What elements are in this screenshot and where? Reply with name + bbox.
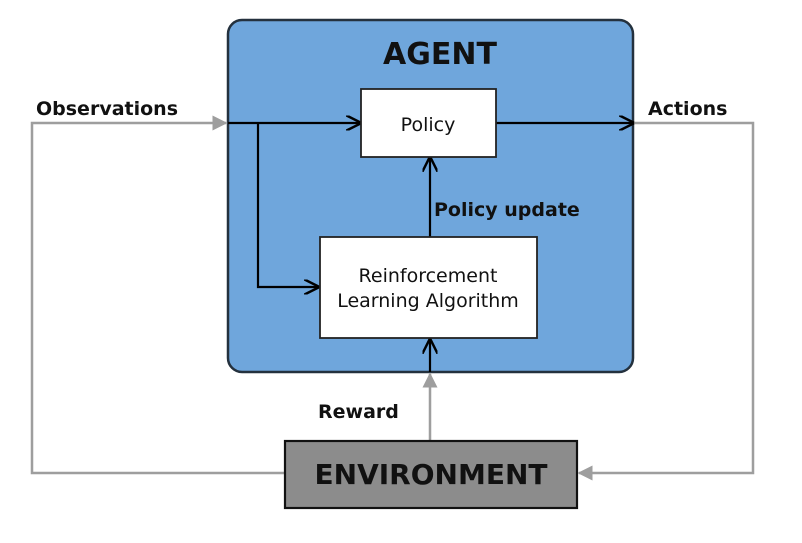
environment-label: ENVIRONMENT	[315, 458, 548, 491]
observations-feedback-line	[30, 115, 285, 475]
environment-box	[283, 439, 579, 510]
policy-label: Policy	[401, 114, 456, 136]
actions-label: Actions	[648, 98, 727, 120]
algorithm-box	[319, 236, 538, 339]
reward-label: Reward	[318, 401, 399, 423]
algorithm-label-line1: Reinforcement	[359, 265, 498, 287]
actions-feedback-line	[577, 121, 755, 481]
agent-title: AGENT	[383, 37, 497, 72]
algorithm-label-line2: Learning Algorithm	[337, 290, 519, 312]
policy-update-label: Policy update	[434, 199, 580, 221]
observations-label: Observations	[36, 98, 178, 120]
observations-to-algorithm-arrow	[256, 123, 318, 287]
policy-box	[360, 88, 497, 158]
